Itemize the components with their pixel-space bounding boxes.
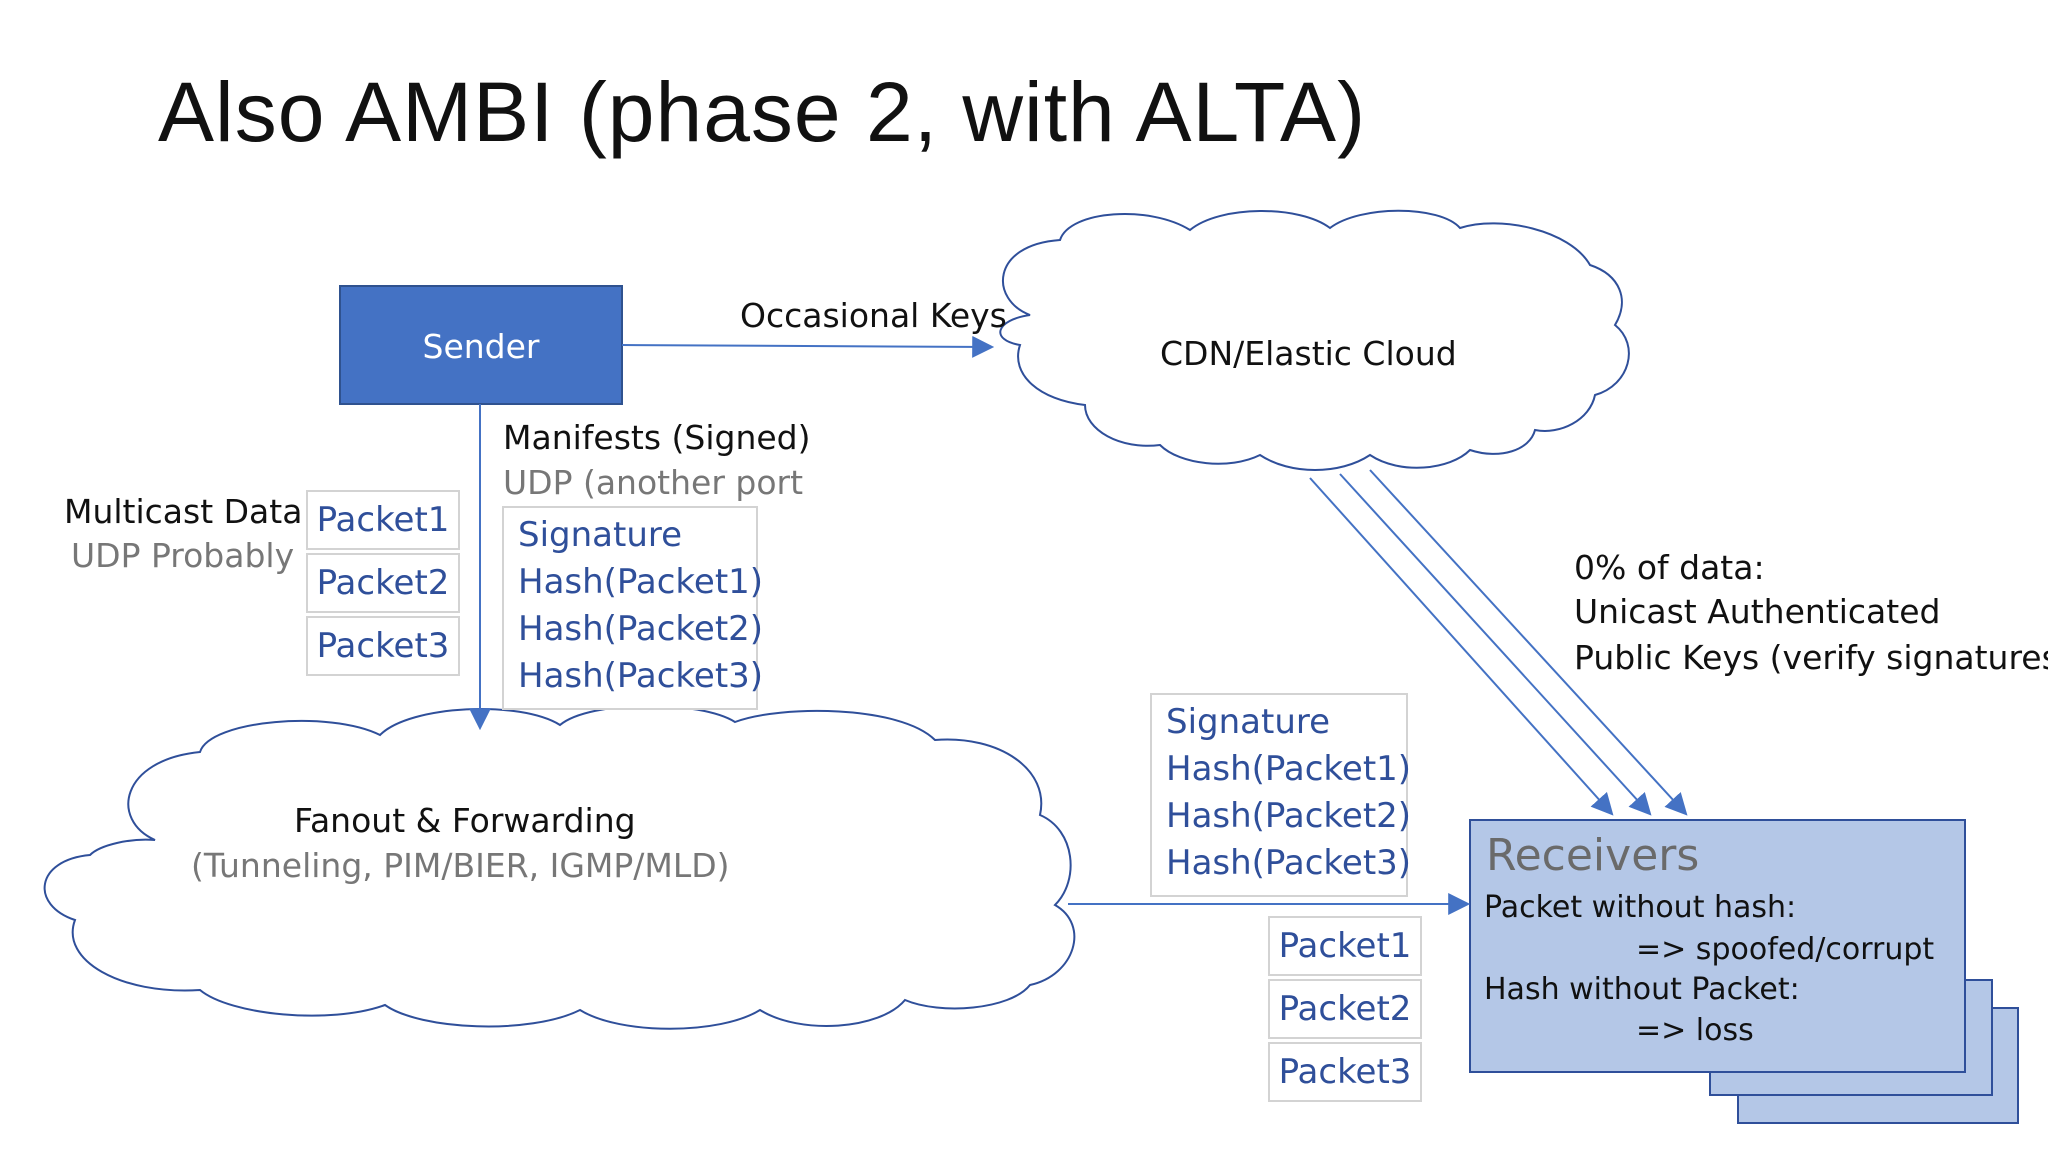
receivers-line-2: => spoofed/corrupt	[1636, 932, 1935, 967]
fanout-sublabel: (Tunneling, PIM/BIER, IGMP/MLD)	[191, 846, 730, 885]
slide-title: Also AMBI (phase 2, with ALTA)	[158, 65, 1367, 159]
occasional-keys-label: Occasional Keys	[740, 296, 1007, 335]
packet-box-right-2: Packet2	[1268, 979, 1422, 1039]
receivers-title: Receivers	[1486, 830, 1700, 881]
receivers-line-3: Hash without Packet:	[1484, 972, 1800, 1007]
receiver-box-front	[1469, 819, 1966, 1073]
packet-box-left-1: Packet1	[306, 490, 460, 550]
packet-box-right-1: Packet1	[1268, 916, 1422, 976]
manifest-line-signature: Signature	[518, 515, 683, 555]
manifests-sublabel: UDP (another port	[503, 463, 804, 502]
manifest-line-hash1: Hash(Packet1)	[518, 562, 764, 602]
packet-box-left-2: Packet2	[306, 553, 460, 613]
manifest-right-line-hash2: Hash(Packet2)	[1166, 796, 1412, 836]
manifest-right-line-signature: Signature	[1166, 702, 1331, 742]
receivers-line-4: => loss	[1636, 1013, 1754, 1048]
sender-box	[339, 285, 623, 405]
unicast-line-2: Unicast Authenticated	[1574, 592, 1941, 631]
receivers-line-1: Packet without hash:	[1484, 890, 1797, 925]
arrow-sender-to-cdn	[621, 335, 995, 358]
sender-label: Sender	[422, 326, 540, 366]
manifest-line-hash3: Hash(Packet3)	[518, 656, 764, 696]
arrow-cdn-to-receivers-2	[1339, 473, 1652, 816]
manifest-right-line-hash3: Hash(Packet3)	[1166, 843, 1412, 883]
fanout-cloud-shape	[43, 704, 1076, 1030]
cdn-label: CDN/Elastic Cloud	[1160, 334, 1457, 373]
unicast-line-3: Public Keys (verify signatures)	[1574, 638, 2048, 677]
packet-box-right-3: Packet3	[1268, 1042, 1422, 1102]
manifests-label: Manifests (Signed)	[503, 418, 811, 457]
multicast-data-label: Multicast Data	[64, 492, 303, 531]
fanout-label: Fanout & Forwarding	[294, 801, 636, 840]
manifest-box-left: Signature Hash(Packet1) Hash(Packet2) Ha…	[502, 506, 764, 710]
arrow-cdn-to-receivers-1	[1309, 477, 1614, 816]
manifest-line-hash2: Hash(Packet2)	[518, 609, 764, 649]
unicast-line-1: 0% of data:	[1574, 548, 1765, 587]
multicast-data-sublabel: UDP Probably	[71, 536, 295, 575]
arrow-cdn-to-receivers-3	[1369, 469, 1688, 816]
manifest-box-right: Signature Hash(Packet1) Hash(Packet2) Ha…	[1150, 693, 1412, 897]
manifest-right-line-hash1: Hash(Packet1)	[1166, 749, 1412, 789]
cdn-cloud-shape	[999, 209, 1630, 471]
packet-box-left-3: Packet3	[306, 616, 460, 676]
